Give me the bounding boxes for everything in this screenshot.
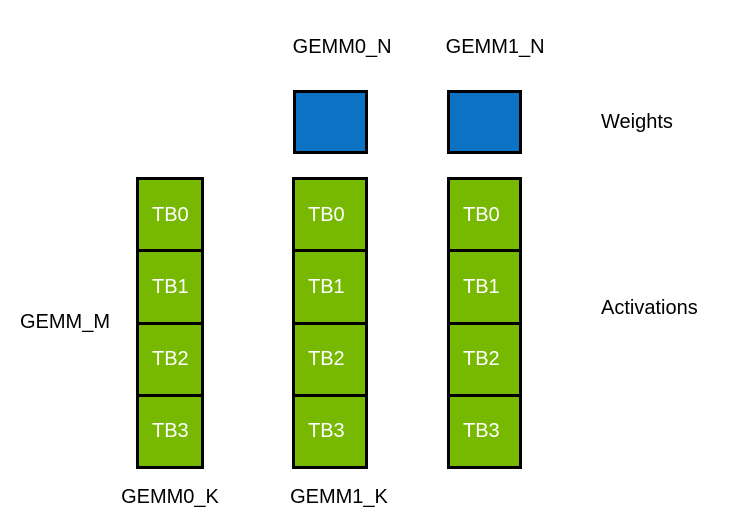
activations-row-label: Activations <box>601 297 698 319</box>
weights-block-gemm0 <box>293 90 368 154</box>
activation-column-left: TB0 TB1 TB2 TB3 <box>136 177 204 469</box>
activation-cell: TB2 <box>139 324 201 397</box>
activation-cell: TB1 <box>295 252 365 325</box>
gemm1-n-label-line1: GEMM1_N <box>445 36 545 58</box>
activation-cell: TB0 <box>295 180 365 253</box>
activation-cell-label: TB1 <box>152 275 189 298</box>
activation-cell: TB2 <box>450 324 519 397</box>
gemm-m-label: GEMM_M <box>20 311 110 333</box>
gemm1-k-label: GEMM1_K <box>290 486 388 508</box>
activation-cell-label: TB3 <box>152 420 189 443</box>
activation-cell-label: TB0 <box>463 203 500 226</box>
activation-cell: TB3 <box>295 396 365 466</box>
activation-column-gemm1: TB0 TB1 TB2 TB3 <box>447 177 522 469</box>
activation-cell-label: TB1 <box>308 275 345 298</box>
activation-cell-label: TB3 <box>463 420 500 443</box>
activation-cell-label: TB0 <box>308 203 345 226</box>
activation-column-gemm0: TB0 TB1 TB2 TB3 <box>292 177 368 469</box>
activation-cell: TB1 <box>450 252 519 325</box>
activation-cell-label: TB0 <box>152 203 189 226</box>
activation-cell: TB1 <box>139 252 201 325</box>
gemm0-n-label-line1: GEMM0_N <box>292 36 392 58</box>
activation-cell-label: TB2 <box>152 348 189 371</box>
activation-cell-label: TB2 <box>308 348 345 371</box>
activation-cell: TB3 <box>450 396 519 466</box>
activation-cell: TB0 <box>450 180 519 253</box>
activation-cell-label: TB1 <box>463 275 500 298</box>
activation-cell-label: TB3 <box>308 420 345 443</box>
activation-cell: TB0 <box>139 180 201 253</box>
gemm0-k-label: GEMM0_K <box>121 486 219 508</box>
activation-cell: TB2 <box>295 324 365 397</box>
weights-row-label: Weights <box>601 111 673 133</box>
weights-block-gemm1 <box>447 90 522 154</box>
activation-cell: TB3 <box>139 396 201 466</box>
activation-cell-label: TB2 <box>463 348 500 371</box>
